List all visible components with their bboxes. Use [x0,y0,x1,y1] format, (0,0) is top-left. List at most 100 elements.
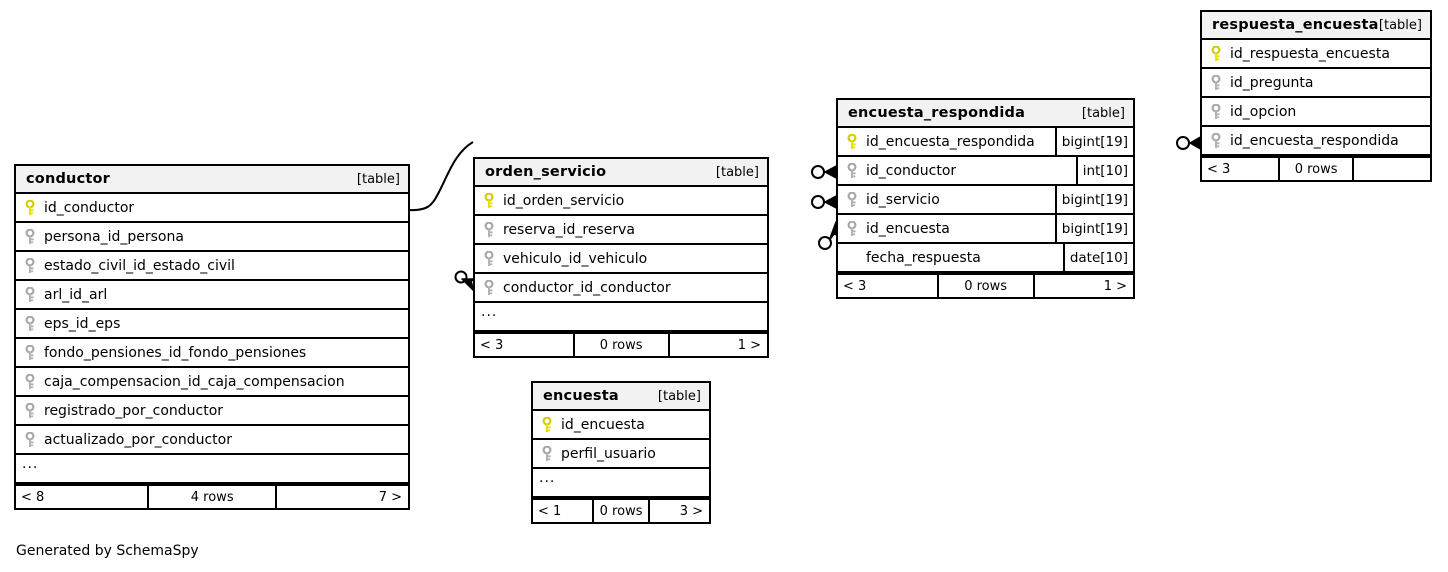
column-type: bigint[19] [1054,128,1133,155]
table-row[interactable]: eps_id_eps [16,310,408,339]
column-cell: id_encuesta_respondida [1202,127,1430,154]
column-cell: persona_id_persona [16,223,408,250]
table-row[interactable]: id_conductor [16,194,408,223]
foreign-key-icon [483,249,495,267]
footer-child-count[interactable]: 3 > [679,503,703,519]
column-cell: id_servicio [838,186,1055,213]
column-name: vehiculo_id_vehiculo [503,250,648,267]
table-row[interactable]: conductor_id_conductor [475,274,767,303]
table-row[interactable]: id_encuesta_respondida bigint[19] [838,128,1133,157]
table-row-more-columns: ... [475,303,767,332]
column-cell: conductor_id_conductor [475,274,767,301]
column-name: id_opcion [1230,103,1297,120]
table-row[interactable]: id_respuesta_encuesta [1202,40,1430,69]
table-conductor[interactable]: conductor [table] id_conductor persona_i… [14,164,410,510]
footer-child-count[interactable] [1354,158,1430,180]
foreign-key-icon [1210,102,1222,120]
column-cell: registrado_por_conductor [16,397,408,424]
table-row[interactable]: id_opcion [1202,98,1430,127]
more-columns-ellipsis: ... [481,304,498,320]
column-cell: id_orden_servicio [475,187,767,214]
footer-parent-count[interactable]: < 3 [480,337,504,353]
table-row[interactable]: id_servicio bigint[19] [838,186,1133,215]
relationship-endpoint-circle-er-servicio [811,195,825,209]
column-name: estado_civil_id_estado_civil [44,257,235,274]
footer-parent-count[interactable]: < 3 [1207,161,1231,177]
column-type: int[10] [1075,157,1133,184]
column-cell: id_conductor [838,157,1076,184]
table-tag-respuesta-encuesta: [table] [1378,17,1422,33]
footer-parent-count[interactable]: < 3 [843,278,867,294]
table-row[interactable]: fondo_pensiones_id_fondo_pensiones [16,339,408,368]
table-row[interactable]: perfil_usuario [533,440,709,469]
footer-row-count: 0 rows [1278,158,1355,180]
table-tag-orden-servicio: [table] [715,164,759,180]
table-orden-servicio[interactable]: orden_servicio [table] id_orden_servicio… [473,157,769,358]
column-cell: perfil_usuario [533,440,709,467]
column-name: id_encuesta_respondida [866,133,1035,150]
footer-child-count[interactable]: 1 > [1103,278,1127,294]
foreign-key-icon [483,278,495,296]
table-encuesta-respondida[interactable]: encuesta_respondida [table] id_encuesta_… [836,98,1135,299]
relationship-endpoint-circle-er-conductor [811,165,825,179]
relationship-line-conductor-outgoing [407,141,474,212]
column-cell: id_pregunta [1202,69,1430,96]
table-encuesta[interactable]: encuesta [table] id_encuesta perfil_usua… [531,381,711,524]
column-name: fecha_respuesta [866,249,981,266]
table-row[interactable]: id_conductor int[10] [838,157,1133,186]
table-row[interactable]: fecha_respuesta date[10] [838,244,1133,273]
relationship-endpoint-circle-orden-servicio [454,270,468,284]
foreign-key-icon [24,401,36,419]
table-row[interactable]: caja_compensacion_id_caja_compensacion [16,368,408,397]
table-footer-encuesta-respondida: < 3 0 rows 1 > [838,273,1133,297]
column-name: id_pregunta [1230,74,1314,91]
column-cell: eps_id_eps [16,310,408,337]
footer-child-count[interactable]: 7 > [378,489,402,505]
table-row[interactable]: actualizado_por_conductor [16,426,408,455]
table-row[interactable]: id_encuesta bigint[19] [838,215,1133,244]
footer-child-count[interactable]: 1 > [737,337,761,353]
column-cell: ... [16,455,408,482]
table-row[interactable]: estado_civil_id_estado_civil [16,252,408,281]
column-cell: ... [533,469,709,496]
table-row[interactable]: reserva_id_reserva [475,216,767,245]
table-row[interactable]: id_orden_servicio [475,187,767,216]
column-name: caja_compensacion_id_caja_compensacion [44,373,345,390]
table-row[interactable]: id_encuesta_respondida [1202,127,1430,156]
table-footer-encuesta: < 1 0 rows 3 > [533,498,709,522]
column-name: actualizado_por_conductor [44,431,232,448]
foreign-key-icon [846,190,858,208]
column-cell: estado_civil_id_estado_civil [16,252,408,279]
table-row-more-columns: ... [533,469,709,498]
column-cell: arl_id_arl [16,281,408,308]
table-tag-encuesta: [table] [657,388,701,404]
footer-parent-count[interactable]: < 8 [21,489,45,505]
column-cell: id_respuesta_encuesta [1202,40,1430,67]
table-row[interactable]: arl_id_arl [16,281,408,310]
table-row[interactable]: vehiculo_id_vehiculo [475,245,767,274]
generated-by-caption: Generated by SchemaSpy [16,543,199,559]
table-header-encuesta: encuesta [table] [533,383,709,411]
table-row[interactable]: id_encuesta [533,411,709,440]
table-row[interactable]: id_pregunta [1202,69,1430,98]
foreign-key-icon [24,372,36,390]
foreign-key-icon [24,430,36,448]
column-name: fondo_pensiones_id_fondo_pensiones [44,344,307,361]
table-respuesta-encuesta[interactable]: respuesta_encuesta [table] id_respuesta_… [1200,10,1432,182]
relationship-endpoint-circle-respuesta-encuesta [1176,136,1190,150]
table-row[interactable]: persona_id_persona [16,223,408,252]
table-title-conductor: conductor [26,171,111,187]
column-cell: id_encuesta [838,215,1055,242]
table-title-orden-servicio: orden_servicio [485,164,607,180]
relationship-endpoint-circle-er-encuesta [818,236,832,250]
table-header-orden-servicio: orden_servicio [table] [475,159,767,187]
footer-parent-count[interactable]: < 1 [538,503,562,519]
footer-row-count: 0 rows [936,275,1035,297]
table-row[interactable]: registrado_por_conductor [16,397,408,426]
column-type: bigint[19] [1054,215,1133,242]
column-cell: fondo_pensiones_id_fondo_pensiones [16,339,408,366]
foreign-key-icon [541,444,553,462]
column-cell: ... [475,303,767,330]
foreign-key-icon [24,343,36,361]
column-name: persona_id_persona [44,228,184,245]
